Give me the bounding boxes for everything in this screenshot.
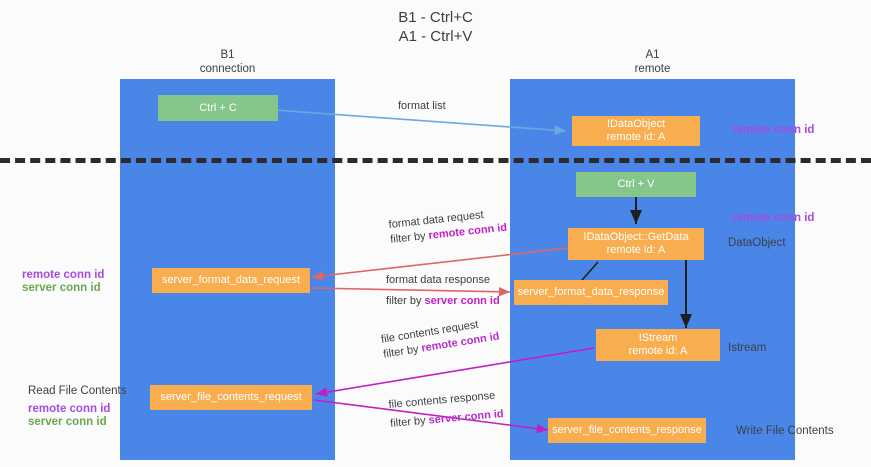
side-label-left-server-conn-id-mid: server conn id bbox=[22, 282, 101, 294]
box-ctrl-c-label: Ctrl + C bbox=[199, 101, 237, 114]
column-header-a1: A1 remote bbox=[510, 48, 795, 76]
side-label-remote-conn-id-top: remote conn id bbox=[732, 124, 815, 136]
arrow-label-format-data-request: format data request filter by remote con… bbox=[388, 206, 508, 248]
side-label-left-remote-conn-id-bottom: remote conn id bbox=[28, 403, 111, 415]
filter-key-server-conn-id: server conn id bbox=[424, 295, 500, 307]
side-label-left-remote-conn-id-mid: remote conn id bbox=[22, 269, 105, 281]
column-header-b1-name: B1 bbox=[220, 49, 235, 61]
arrow-label-file-contents-response: file contents response filter by server … bbox=[388, 388, 504, 432]
page-title: B1 - Ctrl+C A1 - Ctrl+V bbox=[0, 8, 871, 46]
box-idataobject-line2: remote id: A bbox=[606, 131, 666, 143]
side-label-dataobject: DataObject bbox=[728, 237, 786, 249]
box-idataobject[interactable]: IDataObject remote id: A bbox=[572, 116, 700, 146]
side-label-read-file-contents: Read File Contents bbox=[28, 385, 127, 397]
column-header-b1-sub: connection bbox=[199, 63, 256, 75]
box-istream-line2: remote id: A bbox=[628, 345, 688, 357]
box-getdata[interactable]: IDataObject::GetData remote id: A bbox=[568, 228, 704, 260]
side-label-left-server-conn-id-bottom: server conn id bbox=[28, 416, 107, 428]
box-server-file-contents-response[interactable]: server_file_contents_response bbox=[548, 418, 706, 443]
column-header-a1-sub: remote bbox=[634, 63, 671, 75]
box-istream-line1: IStream bbox=[638, 332, 678, 344]
box-getdata-line2: remote id: A bbox=[606, 244, 666, 256]
box-server-format-data-request-label: server_format_data_request bbox=[161, 274, 301, 286]
box-ctrl-v-label: Ctrl + V bbox=[617, 178, 655, 190]
arrow-label-format-list: format list bbox=[398, 99, 446, 114]
column-header-a1-name: A1 bbox=[645, 49, 660, 61]
arrow-label-format-list-text: format list bbox=[398, 100, 446, 112]
box-idataobject-line1: IDataObject bbox=[606, 118, 666, 130]
box-server-file-contents-response-label: server_file_contents_response bbox=[552, 424, 702, 436]
column-header-b1: B1 connection bbox=[120, 48, 335, 76]
arrow-label-file-contents-request: file contents request filter by remote c… bbox=[380, 315, 501, 363]
title-line-1: B1 - Ctrl+C bbox=[398, 9, 473, 26]
filter-prefix: filter by bbox=[389, 414, 430, 430]
side-label-remote-conn-id-mid: remote conn id bbox=[732, 212, 815, 224]
box-getdata-line1: IDataObject::GetData bbox=[583, 231, 689, 243]
filter-key-server-conn-id: server conn id bbox=[428, 408, 505, 427]
title-line-2: A1 - Ctrl+V bbox=[398, 28, 473, 45]
arrow-label-format-data-response-line1: format data response bbox=[386, 274, 490, 286]
side-label-write-file-contents: Write File Contents bbox=[736, 425, 834, 437]
side-label-istream: Istream bbox=[728, 342, 767, 354]
box-ctrl-v[interactable]: Ctrl + V bbox=[576, 172, 696, 197]
section-divider bbox=[0, 158, 871, 163]
box-server-format-data-response[interactable]: server_format_data_response bbox=[514, 280, 668, 305]
arrow-label-format-data-response-line2: filter by server conn id bbox=[386, 294, 500, 309]
box-istream[interactable]: IStream remote id: A bbox=[596, 329, 720, 361]
box-server-file-contents-request-label: server_file_contents_request bbox=[160, 391, 302, 403]
arrow-label-format-data-response: format data response filter by server co… bbox=[386, 273, 500, 309]
box-server-file-contents-request[interactable]: server_file_contents_request bbox=[150, 385, 312, 410]
box-ctrl-c[interactable]: Ctrl + C bbox=[158, 95, 278, 121]
filter-prefix: filter by bbox=[386, 295, 425, 307]
filter-prefix: filter by bbox=[389, 229, 430, 246]
box-server-format-data-request[interactable]: server_format_data_request bbox=[152, 268, 310, 293]
box-server-format-data-response-label: server_format_data_response bbox=[517, 286, 665, 298]
